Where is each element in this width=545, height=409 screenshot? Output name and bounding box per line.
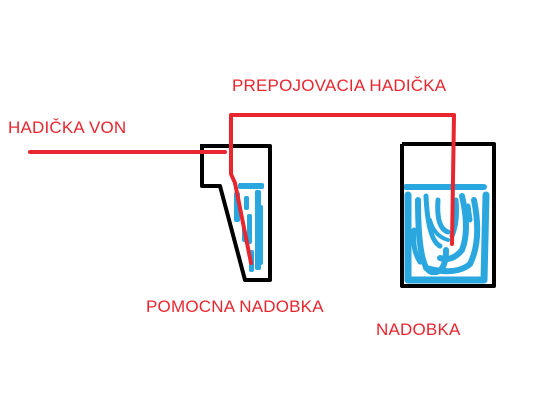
container-label: NADOBKA xyxy=(376,320,461,339)
connecting-tube-label: PREPOJOVACIA HADIČKA xyxy=(232,76,447,95)
auxiliary-container-outline xyxy=(200,144,272,282)
auxiliary-container-label: POMOCNA NADOBKA xyxy=(146,297,324,316)
container-outline xyxy=(400,142,496,288)
container-water xyxy=(403,184,490,284)
connecting-tube xyxy=(229,113,456,265)
outlet-tube-label: HADIČKA VON xyxy=(8,118,127,137)
